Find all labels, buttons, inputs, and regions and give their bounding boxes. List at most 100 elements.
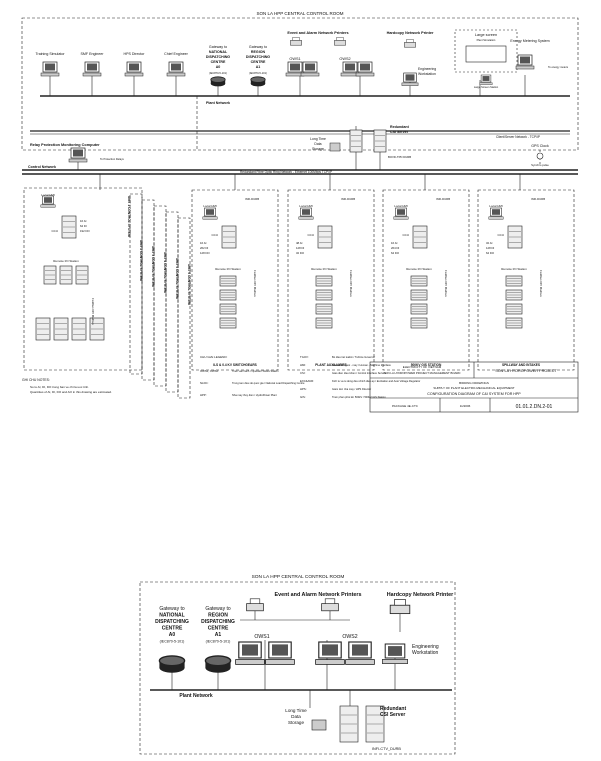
zoom-eng-2: Workstation [412,650,439,656]
keyboard-icon [166,72,186,77]
screen-icon [171,63,181,71]
panel-3-ai: 32 AI [486,241,493,245]
zoom-gw1-line-3: CENTRE [208,626,229,632]
zoom-event-printers: Event and Alarm Network Printers [275,592,362,598]
large-screen-note: Large Screen Station [474,85,499,89]
panel-3-infi: INFI-DURB [531,197,545,201]
abbrev-val-8: Tram phan phoi kin 500kV / 500kV GIS Sta… [332,395,386,399]
panel-0-ai: 16 AI [200,241,207,245]
ltds-line1: Long Time [310,137,326,141]
tb-package: PACKAGE 4E-CTC [392,404,419,408]
keyboard-icon [488,216,504,220]
gateway-0-tag: (IEC870-5-101) [209,71,227,75]
panel-2-di: 264 DI [391,246,399,250]
gateway-1-line-3: CENTRE [251,60,266,64]
screen-icon [45,63,55,71]
zoom-gw0-line-3: CENTRE [162,626,183,632]
keyboard-icon [124,72,144,77]
event-printers-label: Event and Alarm Network Printers [287,31,348,35]
title-block [369,361,579,413]
zoom-server-2 [365,705,385,743]
zoom-gw0-line-1: NATIONAL [159,613,184,619]
keyboard-icon [265,659,295,665]
panel-3-rio: Remote I/O Station [501,267,527,271]
router-top [204,655,232,667]
gps-sync: Synchro pulse [531,163,549,167]
zoom-ltds-0: Long Time [285,708,307,713]
panel-0-rio: Remote I/O Station [215,267,241,271]
screen-icon [360,63,370,71]
panel-2-rio-3 [410,317,428,329]
large-screen-station-icon [479,74,493,85]
unit1-device-0 [35,317,51,341]
screen-icon [206,209,214,215]
panel-1-ccu [317,225,333,249]
workstation-icon-0 [40,61,60,77]
panel-3-ccu [507,225,523,249]
zoom-router-1 [204,655,232,673]
ring-network-label: Redundant Fibre Optic Ring Network - Eth… [240,170,332,174]
unit1-device-1 [53,317,69,341]
printer-paper [249,598,261,604]
screen-icon [242,644,258,656]
panel-3-title: SPILLWAY AND INTAKES [502,363,540,367]
zoom-gw1-line-4: A1 [215,632,222,638]
eng-ws-line1: Engineering [418,67,436,71]
ows2-label: OWS2 [339,57,350,61]
screen-icon [44,197,52,203]
unit-system-label-0: UNIT 1 CONTROL SYSTEM [127,196,131,237]
zoom-ltds-2: Storage [288,720,305,725]
panel-1-hmi-icon [298,207,314,220]
panel-3-fieldbus: Fieldbus DPI Modbus [539,270,543,297]
panel-2-fieldbus: Fieldbus DPI Modbus [444,270,448,297]
zoom-ows2-pc-a [315,641,345,665]
zoom-gw1-line-1: REGION [208,613,228,619]
gateway-0-line-3: CENTRE [211,60,226,64]
keyboard-icon [355,72,375,77]
screen-icon [520,56,530,64]
abbrev-key-0: OWS1, OWS2: [200,369,219,373]
keyboard-icon [382,659,408,664]
abbrev-val-3: Bo dieu tiet tuabin / Turbine Governor [332,355,375,359]
zoom-gw1-line-2: DISPATCHING [201,619,235,625]
gateway-1-line-1: REGION [251,50,266,54]
panel-0-ccu [221,225,237,249]
legend-head: GHI CHU NOTES: [22,378,50,382]
unit1-local-hmi: Local HMI [41,193,55,197]
screen-icon [482,76,490,81]
unit1-ai: 16 AI [80,219,87,223]
abbrev-key-6: EXC&AVR: [300,379,314,383]
keyboard-icon [68,158,88,163]
panel-2-hmi: Local HMI [394,204,408,208]
large-screen-icon [465,45,507,63]
server-cabinet-2 [373,129,387,153]
printer-body [290,40,302,46]
unit-system-label-3: UNIT 4 CONTROL SYSTEM [163,252,167,293]
abbrev-val-1: Trung tam dieu do quoc gia / National Lo… [232,381,305,385]
gateway-1-line-4: A1 [256,65,261,69]
panel-0-fieldbus: Fieldbus DPI Modbus [253,270,257,297]
workstation-label-3: Chief Engineer [164,52,189,56]
abbrev-val-4: Giao dien nguoi - may / Human - Machine … [332,363,391,367]
router-top [210,76,226,83]
unit1-rio-0 [43,265,57,285]
ows1-icon-b [300,61,320,77]
control-room-title: SON LA HPP CENTRAL CONTROL ROOM [256,11,343,16]
panel-0-infi: INFI-DURB [245,197,259,201]
ows1-label: OWS1 [289,57,300,61]
engineering-workstation-icon [401,72,419,86]
zoom-server-1 [339,705,359,743]
panel-1-infi: INFI-DURB [341,197,355,201]
panel-3-do: 64 DO [486,251,495,255]
zoom-ows2-pc-b [345,641,375,665]
server-cabinet-1 [349,129,363,153]
screen-icon [305,63,315,71]
unit1-rio-1 [59,265,73,285]
panel-1-ccu-label: CCU [308,233,315,237]
relay-sub: To Protection Relays [100,157,124,161]
unit1-device-2 [71,317,87,341]
abbrev-key-2: HPP: [200,393,207,397]
screen-icon [272,644,288,656]
